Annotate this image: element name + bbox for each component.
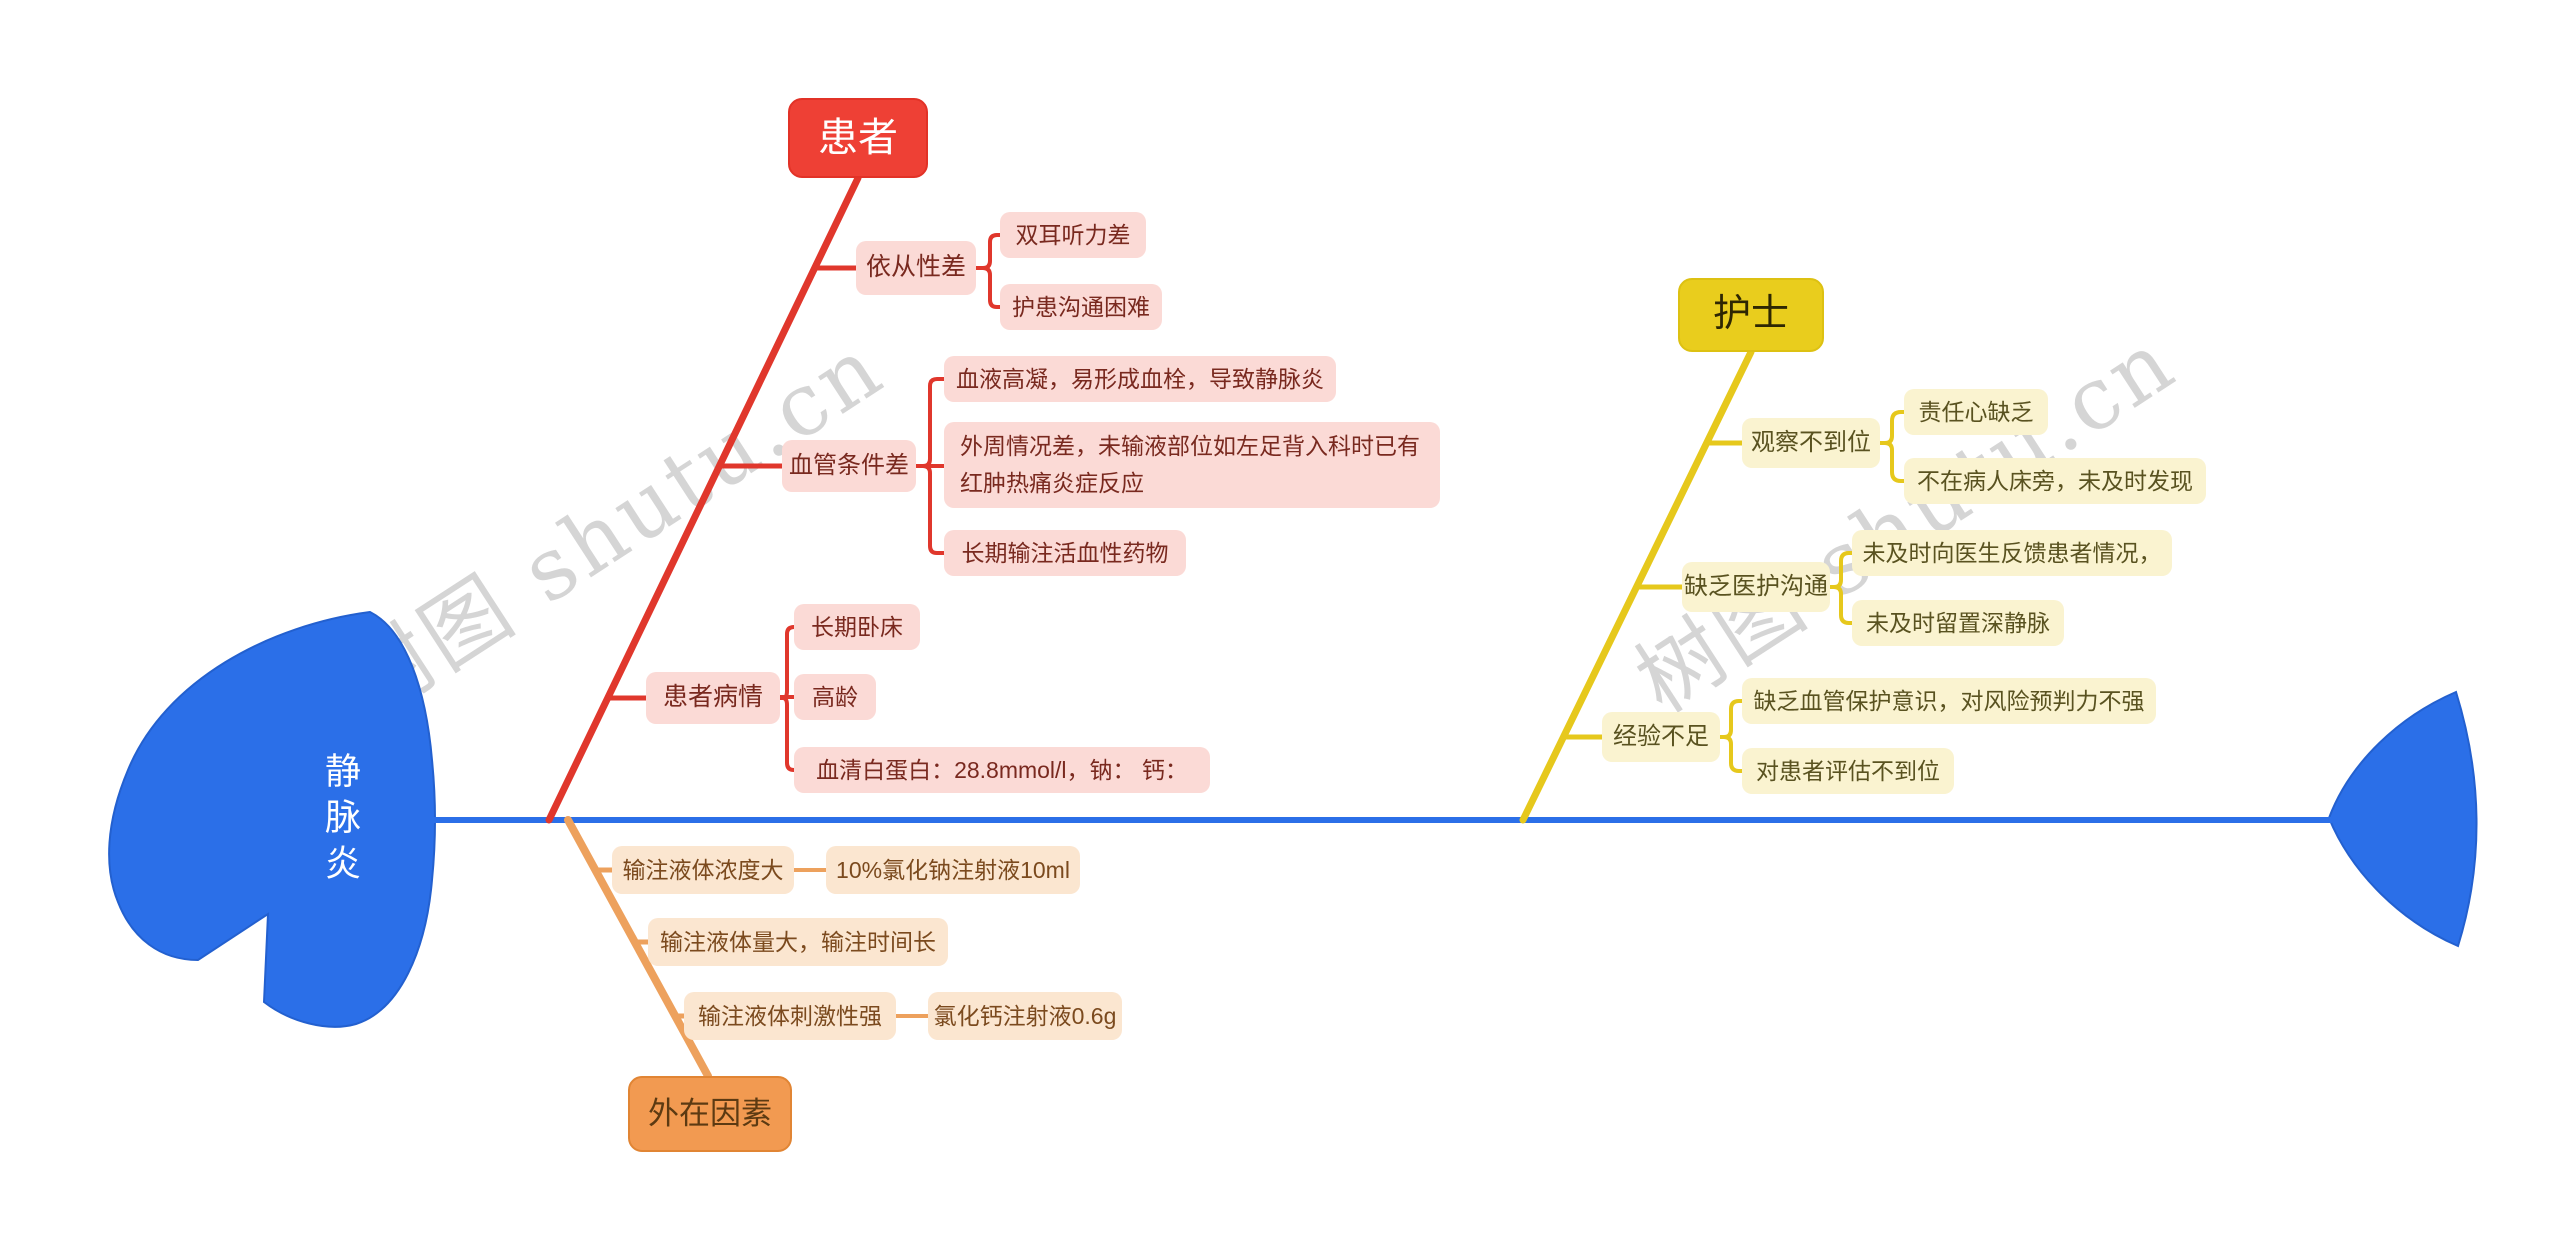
leaf-box-hearing[interactable]: 双耳听力差: [1000, 212, 1146, 258]
leaf-box-sodium-chloride[interactable]: 10%氯化钠注射液10ml: [826, 846, 1080, 894]
leaf-box-not-at-bedside[interactable]: 不在病人床旁，未及时发现: [1904, 458, 2206, 504]
leaf-box-hypercoagulable[interactable]: 血液高凝，易形成血栓，导致静脉炎: [944, 356, 1336, 402]
leaf-box-no-deep-vein-catheter[interactable]: 未及时留置深静脉: [1852, 600, 2064, 646]
fish-tail-shape: [2327, 690, 2478, 948]
branch-box-external-factors[interactable]: 外在因素: [628, 1076, 792, 1152]
cause-box-compliance[interactable]: 依从性差: [856, 241, 976, 295]
leaf-box-vessel-protection-awareness[interactable]: 缺乏血管保护意识，对风险预判力不强: [1742, 678, 2156, 724]
experience-children-bracket: [1716, 699, 1754, 773]
leaf-box-serum-albumin[interactable]: 血清白蛋白：28.8mmol/l，钠： 钙：: [794, 747, 1210, 793]
problem-node[interactable]: 静脉炎: [320, 752, 361, 890]
cause-box-experience[interactable]: 经验不足: [1602, 712, 1720, 762]
leaf-box-elderly[interactable]: 高龄: [794, 674, 876, 720]
leaf-box-patient-assessment[interactable]: 对患者评估不到位: [1742, 748, 1954, 794]
cause-box-fluid-irritation[interactable]: 输注液体刺激性强: [684, 992, 896, 1040]
leaf-box-peripheral-condition[interactable]: 外周情况差，未输液部位如左足背入科时已有红肿热痛炎症反应: [944, 422, 1440, 508]
leaf-box-long-term-infusion[interactable]: 长期输注活血性药物: [944, 530, 1186, 576]
fish-head-shape: [108, 610, 436, 1028]
cause-box-fluid-concentration[interactable]: 输注液体浓度大: [612, 846, 794, 894]
compliance-children-bracket: [972, 233, 1012, 309]
leaf-box-calcium-chloride[interactable]: 氯化钙注射液0.6g: [928, 992, 1122, 1040]
branch-box-patient[interactable]: 患者: [788, 98, 928, 178]
branch-box-nurse[interactable]: 护士: [1678, 278, 1824, 352]
cause-box-fluid-volume[interactable]: 输注液体量大，输注时间长: [648, 918, 948, 966]
cause-box-vessel-condition[interactable]: 血管条件差: [782, 440, 916, 492]
observation-children-bracket: [1876, 410, 1916, 483]
cause-box-observation[interactable]: 观察不到位: [1742, 418, 1880, 468]
communication-children-bracket: [1826, 551, 1864, 625]
cause-box-patient-condition[interactable]: 患者病情: [646, 672, 780, 724]
leaf-box-communication-difficulty[interactable]: 护患沟通困难: [1000, 284, 1162, 330]
patient-branch-line: [545, 174, 862, 824]
cause-box-doctor-nurse-communication[interactable]: 缺乏医护沟通: [1682, 562, 1830, 612]
leaf-box-no-feedback-to-doctor[interactable]: 未及时向医生反馈患者情况，: [1852, 530, 2172, 576]
leaf-box-bedridden[interactable]: 长期卧床: [794, 604, 920, 650]
leaf-box-responsibility[interactable]: 责任心缺乏: [1904, 389, 2048, 435]
